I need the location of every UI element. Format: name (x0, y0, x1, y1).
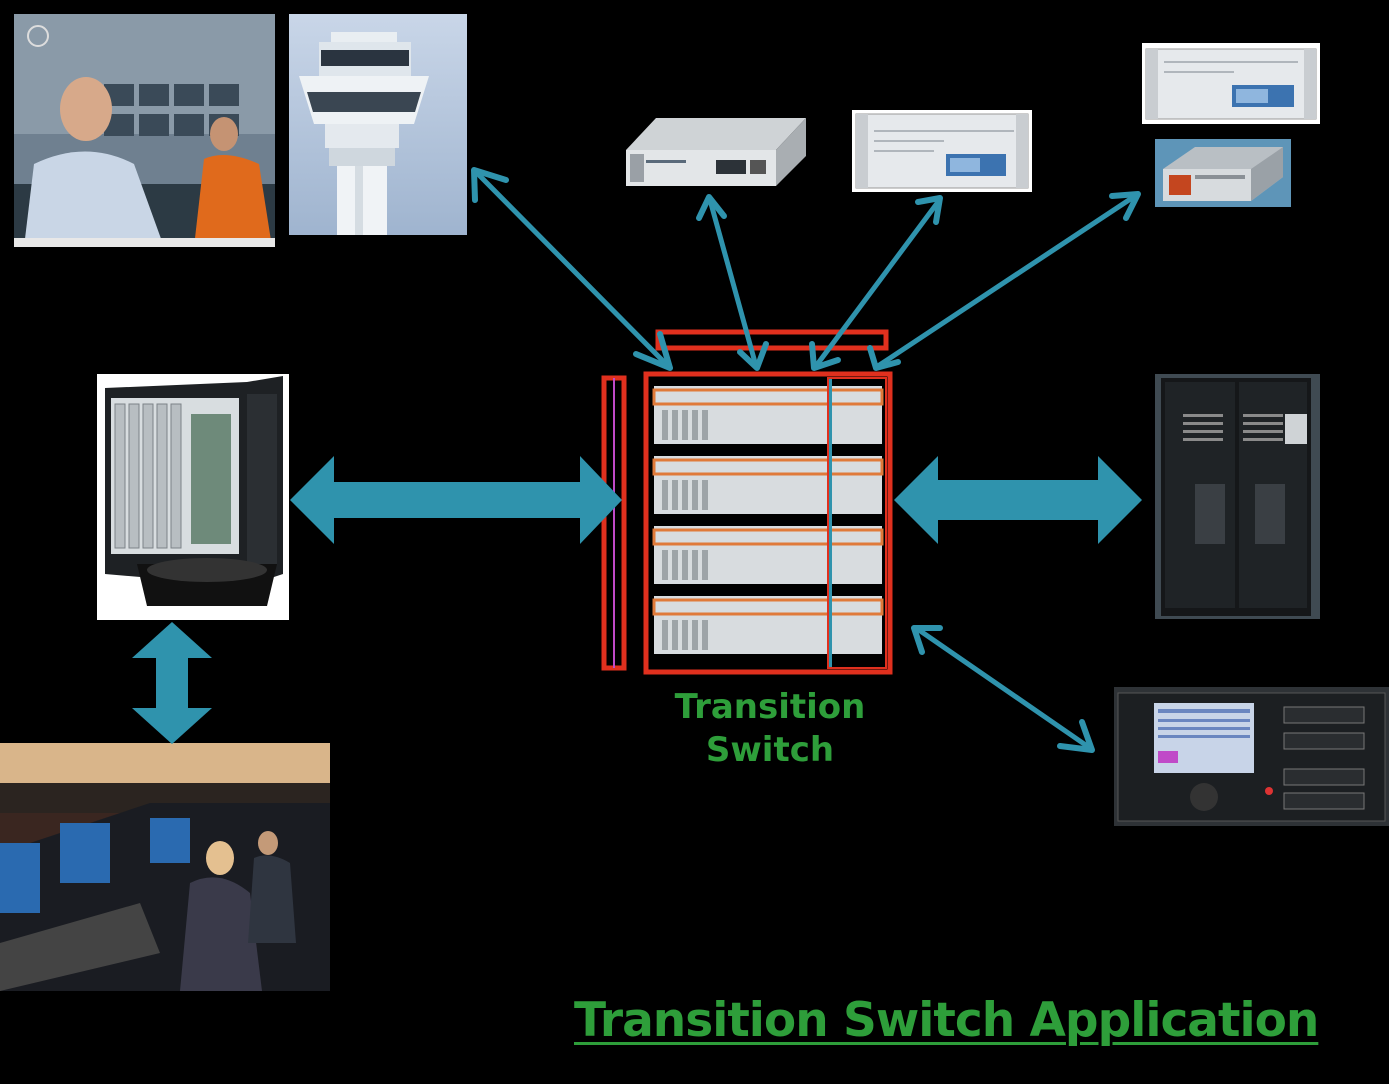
radio-unit-1 (616, 104, 813, 194)
transition-switch-rack (600, 326, 896, 676)
voice-switch-chassis (97, 374, 289, 620)
left-double-arrow (290, 456, 622, 544)
page-title: Transition Switch Application (574, 993, 1319, 1048)
radio-module (1155, 139, 1291, 207)
control-tower-photo (289, 14, 467, 235)
switch-label-line2: Switch (705, 730, 835, 770)
controllers-photo (14, 14, 275, 247)
atc-room-photo (0, 743, 330, 991)
voice-recorder (1114, 687, 1389, 826)
radio-unit-2 (852, 110, 1032, 192)
right-double-arrow (894, 456, 1142, 544)
vertical-double-arrow (132, 622, 212, 744)
switch-label-line1: Transition (674, 687, 866, 727)
equipment-rack (1155, 374, 1320, 619)
radio-unit-3 (1142, 43, 1320, 124)
transition-switch-label: Transition Switch (640, 686, 900, 772)
